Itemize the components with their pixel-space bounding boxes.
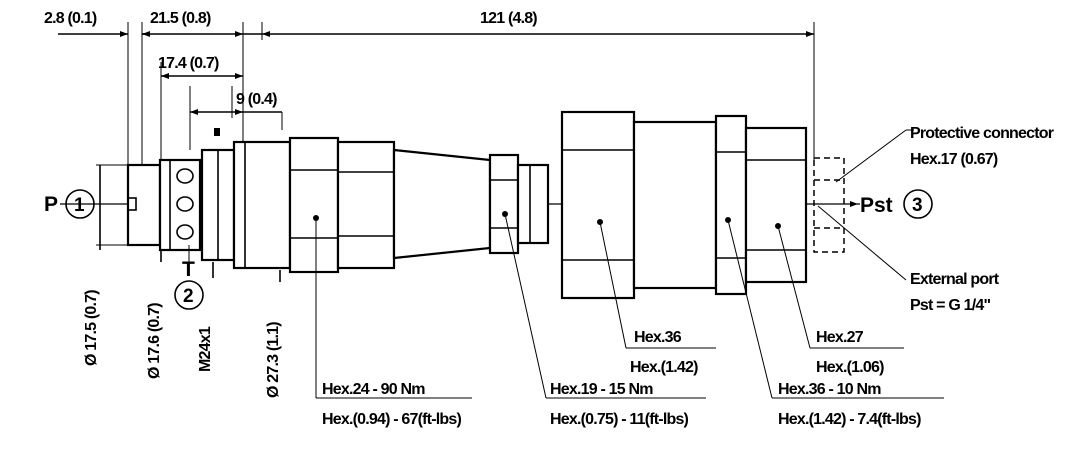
thread-label: M24x1 xyxy=(197,326,214,372)
hex36-dot xyxy=(597,219,603,225)
hex19-nut xyxy=(488,153,520,255)
protective-connector xyxy=(813,157,845,253)
diameter-2-label: Ø 17.6 (0.7) xyxy=(146,303,163,379)
protective-connector-label-1: Protective connector xyxy=(910,125,1054,142)
dim-17-4-label: 17.4 (0.7) xyxy=(158,55,219,72)
body-section-1 xyxy=(232,140,292,270)
taper-section xyxy=(392,148,492,260)
diameter-1-label: Ø 17.5 (0.7) xyxy=(83,290,100,366)
dim-9-label: 9 (0.4) xyxy=(236,91,277,108)
hex36b-label-2: Hex.(1.42) - 7.4(ft-lbs) xyxy=(778,411,921,428)
protective-leader xyxy=(835,129,907,183)
port-p-letter: P xyxy=(44,193,58,216)
hex24-dot xyxy=(313,215,319,221)
external-port-label-2: Pst = G 1/4" xyxy=(910,297,990,314)
hex19-label-1: Hex.19 - 15 Nm xyxy=(550,381,653,398)
port-pst-arrow xyxy=(850,201,858,207)
arrow-17-4-left xyxy=(161,73,169,79)
oring-2 xyxy=(176,196,194,212)
port-t-number: 2 xyxy=(183,286,194,307)
arrow-21-5 xyxy=(235,31,243,37)
small-spool xyxy=(516,163,550,245)
hex19-leader xyxy=(504,213,547,399)
port-pst-number: 3 xyxy=(912,195,923,216)
arrow-9-left xyxy=(190,109,198,115)
hex36b-dot xyxy=(725,217,731,223)
hex27-nut xyxy=(744,126,808,284)
left-spool-notch xyxy=(127,197,137,211)
hex36-label-2: Hex.(1.42) xyxy=(630,359,698,376)
hex27-dot xyxy=(775,223,781,229)
hex27-label-1: Hex.27 xyxy=(816,329,864,346)
hex24-nut xyxy=(288,136,340,274)
hex19-dot xyxy=(502,211,508,217)
dim-121-label: 121 (4.8) xyxy=(480,10,537,27)
dim-2-8-label: 2.8 (0.1) xyxy=(44,10,97,27)
oring-1 xyxy=(176,168,194,184)
thread-ring-mark xyxy=(214,128,220,136)
hex36b-label-1: Hex.36 - 10 Nm xyxy=(778,381,881,398)
coil-body xyxy=(632,120,718,290)
port-t-letter: T xyxy=(182,258,195,281)
port-pst-letter: Pst xyxy=(860,194,893,217)
hex24-body xyxy=(336,140,396,270)
arrow-2-8 xyxy=(120,31,128,37)
hex36-nut xyxy=(560,110,636,300)
port-p-number: 1 xyxy=(74,195,85,216)
port-pst-circle xyxy=(903,189,933,219)
port-p-circle xyxy=(65,189,95,219)
oring-3 xyxy=(176,224,194,240)
diameter-3-label: Ø 27.3 (1.1) xyxy=(265,322,282,398)
arrow-121-left xyxy=(262,31,270,37)
arrow-17-4-right xyxy=(235,73,243,79)
protective-connector-label-2: Hex.17 (0.67) xyxy=(910,151,998,168)
external-port-label-1: External port xyxy=(910,271,1000,288)
hex36b-leader xyxy=(727,219,773,399)
port-t-circle xyxy=(174,280,204,310)
dim-21-5-label: 21.5 (0.8) xyxy=(150,10,211,27)
hex19-label-2: Hex.(0.75) - 11(ft-lbs) xyxy=(550,411,689,428)
left-spool xyxy=(126,163,162,247)
hex36-lock-nut xyxy=(714,114,748,296)
arrow-9-right xyxy=(235,109,243,115)
external-port-leader xyxy=(817,205,907,281)
hex24-label-1: Hex.24 - 90 Nm xyxy=(322,381,425,398)
hex27-label-2: Hex.(1.06) xyxy=(816,359,884,376)
hex36-label-1: Hex.36 xyxy=(634,329,682,346)
hex27-leader xyxy=(777,225,811,349)
hex24-label-2: Hex.(0.94) - 67(ft-lbs) xyxy=(322,411,461,428)
arrow-121-right xyxy=(806,31,814,37)
hex36-leader xyxy=(599,221,627,349)
